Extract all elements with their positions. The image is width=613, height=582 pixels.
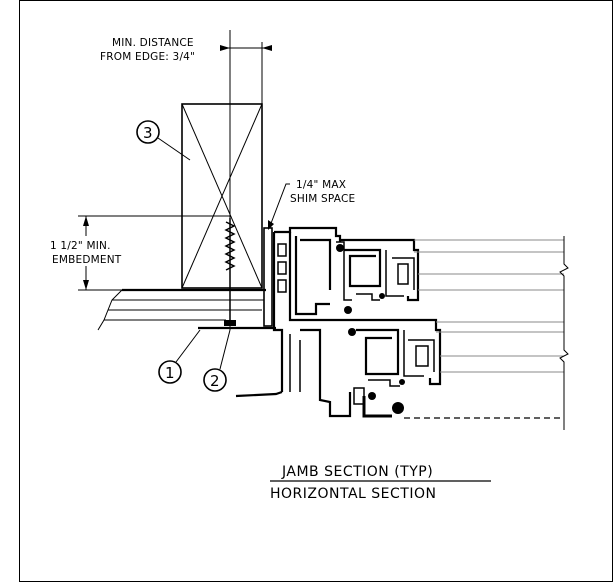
title-line2: HORIZONTAL SECTION	[270, 486, 436, 502]
min-distance-label-line2: FROM EDGE: 3/4"	[100, 51, 195, 63]
fastener-screw	[224, 218, 236, 326]
callout-1-number: 1	[165, 364, 175, 382]
substrate-wall	[97, 288, 276, 331]
window-frame-extrusion	[235, 226, 376, 418]
lower-sash	[352, 318, 564, 419]
embedment-label-line2: EMBEDMENT	[52, 254, 122, 266]
break-line	[559, 236, 569, 430]
shim-space-leader	[268, 183, 290, 230]
upper-sash	[340, 238, 564, 302]
callout-3	[136, 120, 191, 161]
embedment-dimension	[78, 215, 230, 291]
wood-buck	[181, 103, 263, 289]
callout-2-number: 2	[210, 372, 220, 390]
callout-2	[203, 329, 231, 392]
shim-label-line1: 1/4" MAX	[296, 179, 346, 191]
shim-label-line2: SHIM SPACE	[290, 193, 355, 205]
embedment-label-line1: 1 1/2" MIN.	[50, 240, 111, 252]
title-line1: JAMB SECTION (TYP)	[281, 464, 433, 480]
callout-3-number: 3	[143, 124, 153, 142]
callout-1	[158, 329, 201, 384]
min-distance-label-line1: MIN. DISTANCE	[112, 37, 194, 49]
